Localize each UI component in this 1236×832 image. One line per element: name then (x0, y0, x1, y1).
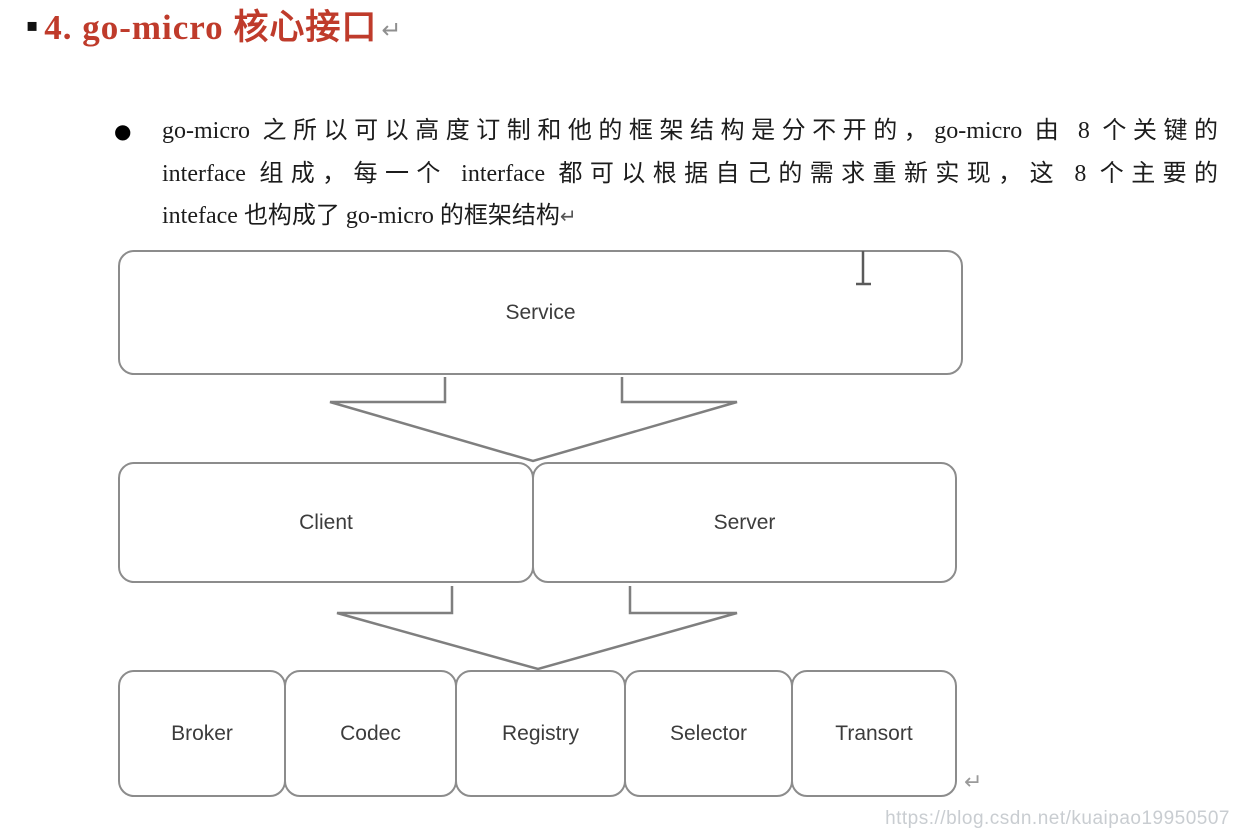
diagram-node-broker: Broker (118, 670, 286, 797)
paragraph-line: go-micro 之所以可以高度订制和他的框架结构是分不开的，go-micro … (162, 118, 1218, 144)
diagram-node-server: Server (532, 462, 957, 583)
down-arrow-icon (336, 586, 738, 671)
diagram-node-selector: Selector (624, 670, 793, 797)
return-mark-icon: ↵ (381, 16, 402, 44)
node-label: Selector (669, 721, 748, 745)
node-label: Registry (501, 721, 580, 745)
paragraph-line: inteface 也构成了 go-micro 的框架结构↵ (162, 195, 1218, 238)
diagram-node-service: Service (118, 250, 963, 375)
section-heading: ▪ 4. go-micro 核心接口 ↵ (26, 6, 402, 54)
watermark: https://blog.csdn.net/kuaipao19950507 (885, 808, 1230, 829)
node-label: Broker (171, 721, 233, 745)
diagram-node-codec: Codec (284, 670, 457, 797)
return-mark-icon: ↵ (964, 770, 983, 795)
diagram-node-client: Client (118, 462, 534, 583)
return-mark-icon: ↵ (559, 204, 577, 228)
node-label: Codec (340, 721, 401, 745)
diagram-node-registry: Registry (455, 670, 626, 797)
heading-text: 4. go-micro 核心接口 (44, 8, 378, 47)
node-label: Client (299, 510, 353, 534)
paragraph-line-text: inteface 也构成了 go-micro 的框架结构 (162, 203, 560, 229)
paragraph-line: interface 组成，每一个 interface 都可以根据自己的需求重新实… (162, 160, 1218, 187)
node-label: Server (713, 510, 776, 534)
bullet-paragraph: ● go-micro 之所以可以高度订制和他的框架结构是分不开的，go-micr… (114, 110, 1218, 238)
down-arrow-icon (329, 377, 738, 463)
square-bullet-icon: ▪ (26, 15, 39, 36)
bullet-icon: ● (114, 119, 132, 143)
paragraph-text: go-micro 之所以可以高度订制和他的框架结构是分不开的，go-micro … (162, 110, 1218, 238)
node-label: Transort (835, 721, 913, 745)
diagram-node-transort: Transort (791, 670, 957, 797)
node-label: Service (505, 300, 576, 324)
